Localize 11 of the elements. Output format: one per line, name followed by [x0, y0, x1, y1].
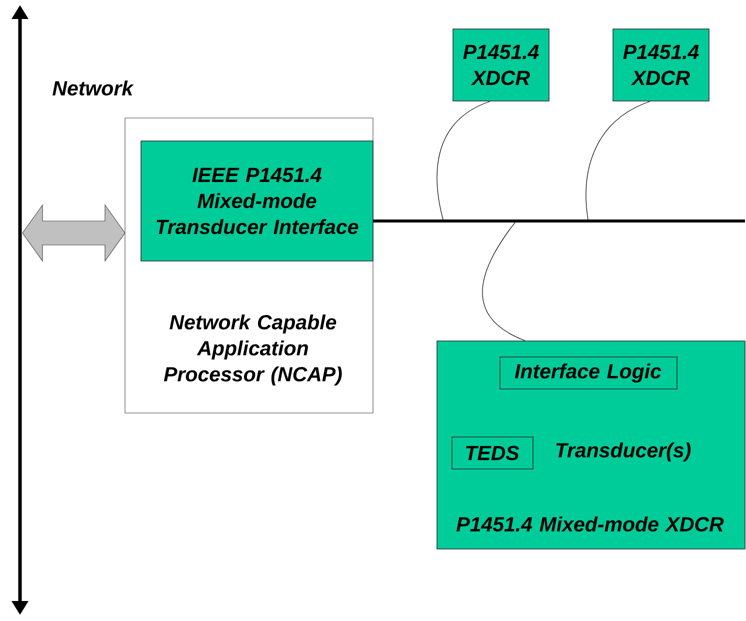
network-label: Network [52, 80, 134, 96]
teds-box: TEDS [452, 436, 534, 470]
transducer-box: P1451.4 XDCR [612, 28, 710, 102]
double-arrow [22, 204, 126, 262]
connector-line [482, 222, 526, 341]
transducer-bus [373, 220, 745, 222]
connector-line [436, 101, 490, 220]
transducer-box: P1451.4 XDCR [452, 28, 550, 102]
interface-logic-box: Interface Logic [500, 356, 678, 390]
connector-line [586, 101, 650, 220]
interface-box: IEEE P1451.4 Mixed-mode Transducer Interface [140, 140, 374, 262]
